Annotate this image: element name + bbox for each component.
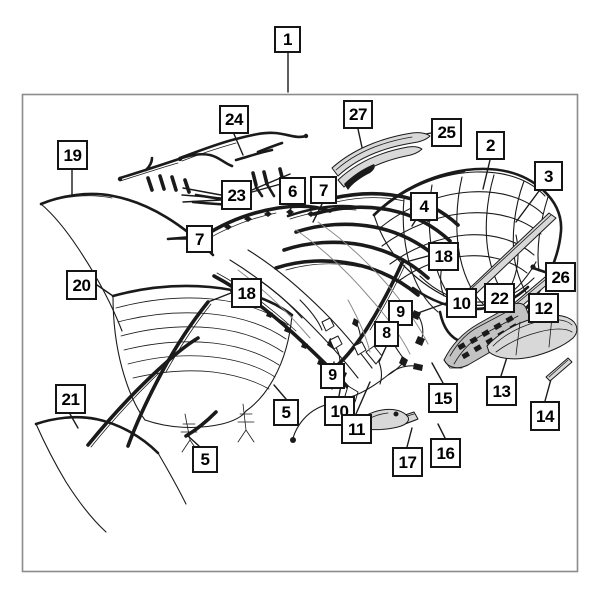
callout-11[interactable]: 11 bbox=[341, 414, 372, 444]
callout-5[interactable]: 5 bbox=[273, 399, 299, 426]
callout-24[interactable]: 24 bbox=[219, 105, 249, 134]
callout-25[interactable]: 25 bbox=[431, 118, 462, 147]
callout-16[interactable]: 16 bbox=[430, 438, 461, 468]
callout-4[interactable]: 4 bbox=[410, 192, 438, 221]
part-27-windshield-header-seal bbox=[331, 132, 431, 190]
callout-23[interactable]: 23 bbox=[221, 180, 252, 210]
callout-14[interactable]: 14 bbox=[530, 401, 560, 431]
part-4-bow-set bbox=[274, 191, 460, 297]
guide-curves bbox=[237, 221, 429, 355]
callout-13[interactable]: 13 bbox=[486, 376, 517, 406]
callout-7[interactable]: 7 bbox=[310, 176, 337, 204]
part-13-rear-deck-molding bbox=[486, 314, 578, 360]
callout-9[interactable]: 9 bbox=[388, 300, 413, 326]
callout-19[interactable]: 19 bbox=[57, 140, 88, 170]
part-18-side-tension-cable-right bbox=[330, 261, 406, 372]
callout-22[interactable]: 22 bbox=[484, 283, 515, 313]
callout-1[interactable]: 1 bbox=[274, 26, 301, 53]
callout-3[interactable]: 3 bbox=[534, 161, 563, 191]
callout-2[interactable]: 2 bbox=[476, 131, 505, 160]
callout-20[interactable]: 20 bbox=[66, 270, 97, 300]
part-14-latch-pin bbox=[545, 357, 573, 382]
part-10-retainer-clip-right bbox=[411, 310, 425, 346]
callout-8[interactable]: 8 bbox=[374, 321, 399, 347]
callout-18[interactable]: 18 bbox=[428, 242, 459, 271]
callout-7[interactable]: 7 bbox=[186, 225, 213, 253]
callout-6[interactable]: 6 bbox=[279, 177, 306, 205]
part-24-tension-rod bbox=[117, 131, 309, 182]
callout-10[interactable]: 10 bbox=[446, 288, 477, 318]
part-18-side-tension-cable-left bbox=[126, 300, 212, 448]
callout-12[interactable]: 12 bbox=[528, 293, 559, 323]
part-20-headliner-panel bbox=[111, 284, 294, 453]
part-5-side-rail-weatherstrip-lower bbox=[86, 336, 218, 448]
part-26-end-cap bbox=[530, 264, 547, 274]
callout-27[interactable]: 27 bbox=[343, 100, 373, 129]
callout-26[interactable]: 26 bbox=[545, 262, 576, 292]
callout-15[interactable]: 15 bbox=[428, 383, 458, 413]
linkage-details bbox=[261, 281, 367, 356]
callout-21[interactable]: 21 bbox=[55, 384, 86, 414]
callout-18[interactable]: 18 bbox=[231, 278, 262, 308]
callout-9[interactable]: 9 bbox=[320, 363, 345, 389]
callout-5[interactable]: 5 bbox=[192, 446, 218, 473]
callout-17[interactable]: 17 bbox=[392, 447, 423, 477]
part-21-quarter-trim-seal bbox=[34, 415, 187, 533]
